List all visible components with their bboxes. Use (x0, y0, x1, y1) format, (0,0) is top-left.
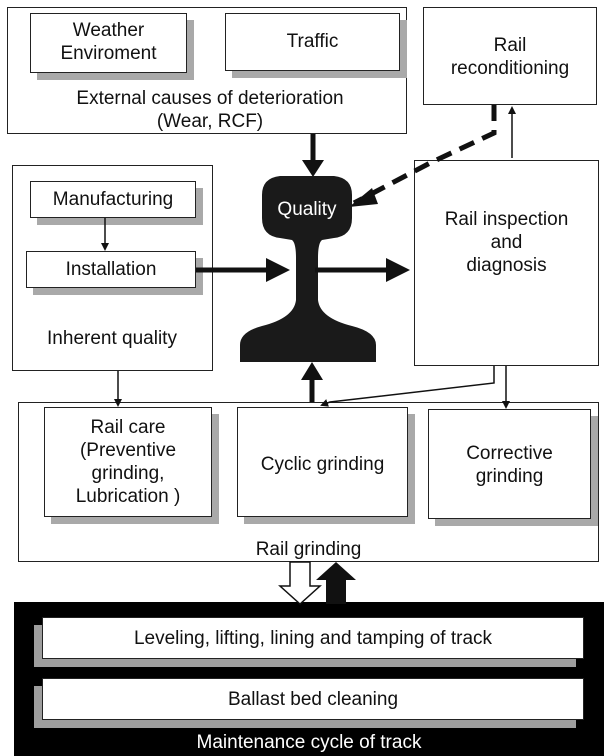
manufacturing-label: Manufacturing (52, 189, 174, 210)
cyclic-grinding-label: Cyclic grinding (260, 454, 385, 475)
grinding-to-quality-arrow (301, 362, 323, 402)
traffic-label: Traffic (286, 31, 339, 52)
cyclic-grinding-box: Cyclic grinding (237, 407, 408, 517)
corrective-grinding-label: Corrective grinding (466, 443, 553, 487)
ballast-label: Ballast bed cleaning (227, 689, 399, 710)
ballast-bar: Ballast bed cleaning (42, 678, 584, 720)
external-to-quality-arrow (302, 134, 324, 177)
rail-inspection-box: Rail inspection and diagnosis (414, 160, 599, 366)
reconditioning-to-quality-dashed-arrow (349, 105, 497, 207)
installation-to-inspection-arrow (196, 258, 410, 282)
corrective-grinding-box: Corrective grinding (428, 409, 591, 519)
track-to-grinding-solid-arrow (316, 562, 356, 604)
inspection-to-cyclic-arrow (320, 366, 495, 407)
rail-care-label: Rail care (Preventive grinding, Lubricat… (75, 417, 181, 507)
quality-label: Quality (277, 199, 337, 220)
leveling-bar: Leveling, lifting, lining and tamping of… (42, 617, 584, 659)
weather-environment-label: Weather Enviroment (60, 20, 157, 64)
rail-reconditioning-box: Rail reconditioning (423, 7, 597, 105)
rail-reconditioning-label: Rail reconditioning (450, 35, 570, 79)
inherent-quality-caption: Inherent quality (47, 328, 177, 349)
manufacturing-box: Manufacturing (30, 181, 196, 218)
grinding-to-track-hollow-arrow (278, 561, 322, 606)
weather-environment-box: Weather Enviroment (30, 13, 187, 73)
installation-label: Installation (65, 259, 157, 280)
maintenance-cycle-caption: Maintenance cycle of track (196, 732, 422, 753)
rail-grinding-caption: Rail grinding (255, 539, 362, 560)
leveling-label: Leveling, lifting, lining and tamping of… (133, 628, 493, 649)
traffic-box: Traffic (225, 13, 400, 71)
rail-inspection-label: Rail inspection and diagnosis (444, 209, 569, 276)
installation-box: Installation (26, 251, 196, 288)
rail-care-box: Rail care (Preventive grinding, Lubricat… (44, 407, 212, 517)
rail-profile-icon (240, 176, 376, 362)
external-causes-caption: External causes of deterioration (Wear, … (76, 88, 344, 132)
